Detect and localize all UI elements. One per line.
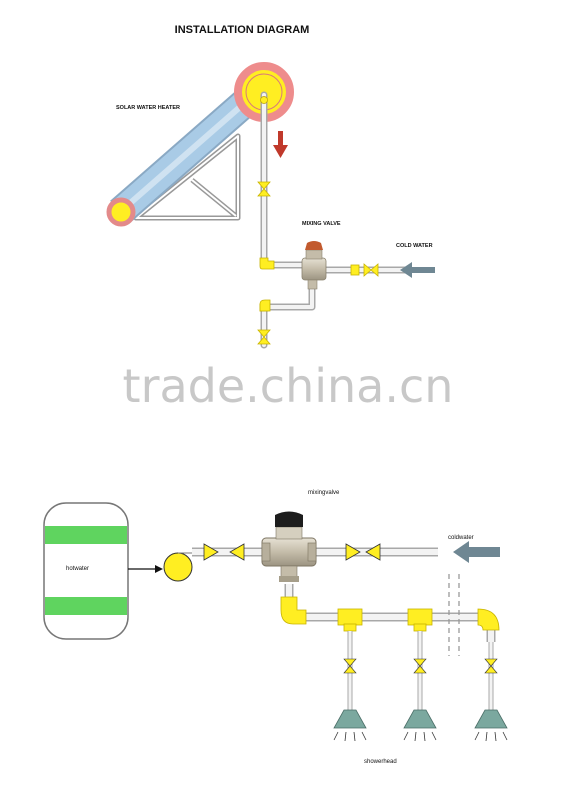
- pipe-break-marks: [448, 574, 460, 656]
- hot-pipe-top: [260, 91, 409, 349]
- right-elbow: [477, 608, 500, 642]
- cold-water-arrow-bottom: [453, 541, 500, 563]
- shower-spray: [333, 731, 508, 742]
- cold-water-label-top: COLD WATER: [396, 243, 433, 249]
- check-valves-bottom: [203, 543, 381, 561]
- solar-water-heater-label: SOLAR WATER HEATER: [116, 105, 180, 111]
- cold-water-label-bottom: coldwater: [448, 535, 474, 541]
- mixing-valve-bottom: [261, 511, 317, 582]
- hot-water-label: hotwater: [66, 566, 89, 572]
- cold-water-arrow-top: [400, 262, 435, 278]
- drop-valves: [343, 658, 498, 674]
- tee-fittings: [337, 608, 433, 632]
- hot-flow-arrow: [273, 131, 288, 158]
- top-installation: SOLAR WATER HEATER MIXING VALVE COLD WAT…: [106, 62, 435, 349]
- bottom-installation: hotwater: [43, 490, 508, 765]
- mixing-valve-label-bottom: mixingvalve: [308, 490, 340, 496]
- tank-outlet-arrow: [128, 565, 163, 573]
- mixing-valve-label-top: MIXING VALVE: [302, 221, 341, 227]
- diagram-title: INSTALLATION DIAGRAM: [175, 24, 310, 36]
- mixing-valve-top: [301, 241, 327, 290]
- watermark: trade.china.cn: [123, 359, 454, 413]
- outlet-elbow: [280, 596, 307, 625]
- ball-valves-top: [257, 181, 379, 345]
- collector-bottom-header: [106, 197, 136, 227]
- circulation-pump: [163, 552, 193, 582]
- hot-water-tank: [43, 502, 129, 640]
- showerhead-label: showerhead: [364, 759, 397, 765]
- showerheads: [333, 709, 508, 729]
- pipe-elbows-top: [259, 257, 360, 312]
